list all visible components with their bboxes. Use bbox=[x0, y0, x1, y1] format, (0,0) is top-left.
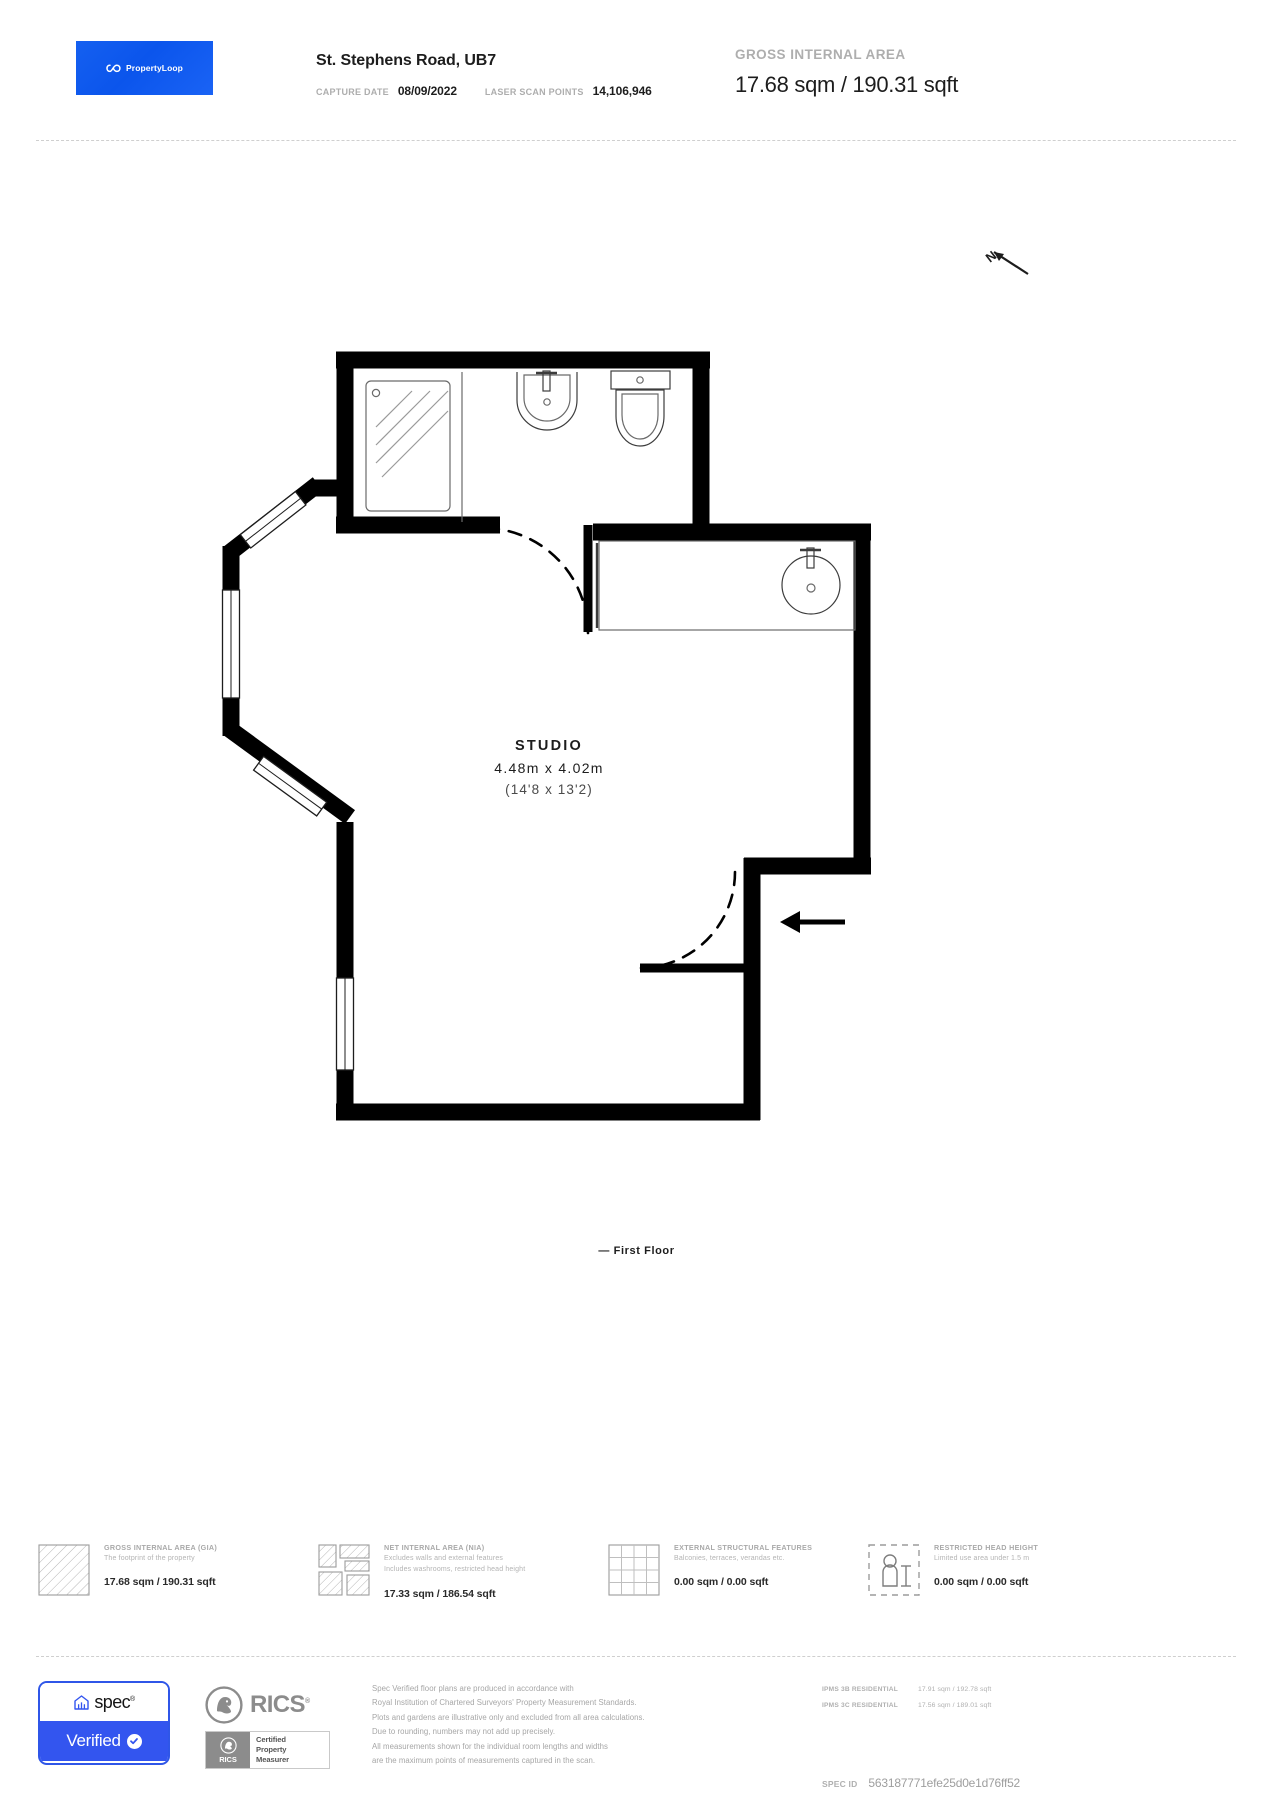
legend-item-nia: NET INTERNAL AREA (NIA) Excludes walls a… bbox=[318, 1540, 525, 1600]
rics-cert-mark: RICS bbox=[219, 1754, 237, 1764]
capture-meta: CAPTURE DATE 08/09/2022 LASER SCAN POINT… bbox=[316, 84, 680, 98]
capture-date-label: CAPTURE DATE bbox=[316, 87, 389, 97]
home-icon bbox=[73, 1694, 90, 1711]
kitchen-counter-fixture bbox=[598, 540, 856, 631]
laser-scan-points-value: 14,106,946 bbox=[592, 84, 652, 98]
laser-scan-points-label: LASER SCAN POINTS bbox=[484, 87, 584, 97]
rics-cert-line-2: Property bbox=[256, 1744, 287, 1754]
header-divider bbox=[36, 140, 1236, 141]
hatched-floorplan-icon bbox=[318, 1544, 370, 1596]
legend-item-gia: GROSS INTERNAL AREA (GIA) The footprint … bbox=[38, 1540, 217, 1596]
spec-id: SPEC ID 563187771efe25d0e1d76ff52 bbox=[822, 1776, 1020, 1790]
legend-value: 17.68 sqm / 190.31 sqft bbox=[104, 1576, 216, 1589]
page-header: PropertyLoop St. Stephens Road, UB7 CAPT… bbox=[0, 0, 1273, 141]
legend-sub-1: Limited use area under 1.5 m bbox=[934, 1555, 1030, 1563]
spec-id-value: 563187771efe25d0e1d76ff52 bbox=[868, 1776, 1021, 1790]
area-legend: GROSS INTERNAL AREA (GIA) The footprint … bbox=[0, 1540, 1273, 1632]
ipms-label: IPMS 3B RESIDENTIAL bbox=[822, 1686, 898, 1693]
gross-internal-area-label: GROSS INTERNAL AREA bbox=[735, 47, 906, 62]
legend-sub-1: The footprint of the property bbox=[104, 1555, 195, 1563]
legend-sub-1: Excludes walls and external features bbox=[384, 1555, 504, 1563]
svg-text:STUDIO: STUDIO bbox=[515, 738, 583, 754]
verified-label: Verified bbox=[66, 1731, 121, 1750]
ipms-values: IPMS 3B RESIDENTIAL 17.91 sqm / 192.78 s… bbox=[822, 1686, 991, 1718]
check-circle-icon bbox=[126, 1733, 142, 1749]
plan-doors bbox=[484, 526, 737, 970]
disclaimer-line: are the maximum points of measurements c… bbox=[372, 1756, 596, 1766]
legend-sub-2: Includes washrooms, restricted head heig… bbox=[384, 1566, 526, 1574]
plan-walls bbox=[222, 351, 871, 1121]
rics-certified-property-measurer-badge: RICS Certified Property Measurer bbox=[205, 1731, 330, 1769]
disclaimer-line: Spec Verified floor plans are produced i… bbox=[372, 1684, 574, 1693]
ipms-row: IPMS 3B RESIDENTIAL 17.91 sqm / 192.78 s… bbox=[822, 1686, 991, 1693]
legend-value: 17.33 sqm / 186.54 sqft bbox=[384, 1587, 496, 1600]
room-label: STUDIO 4.48m x 4.02m (14'8 x 13'2) bbox=[494, 738, 604, 797]
rics-cert-line-1: Certified bbox=[256, 1734, 286, 1744]
legend-value: 0.00 sqm / 0.00 sqft bbox=[934, 1576, 1029, 1589]
legend-title: NET INTERNAL AREA (NIA) bbox=[384, 1543, 485, 1552]
legend-title: GROSS INTERNAL AREA (GIA) bbox=[104, 1543, 218, 1552]
kitchen-sink-fixture bbox=[781, 547, 841, 615]
legend-sub-1: Balconies, terraces, verandas etc. bbox=[674, 1555, 785, 1563]
bathroom-basin-fixture bbox=[516, 370, 578, 431]
svg-text:4.48m x 4.02m: 4.48m x 4.02m bbox=[494, 760, 604, 776]
page-footer: spec® Verified RICS® bbox=[0, 1668, 1273, 1798]
disclaimer-text: Spec Verified floor plans are produced i… bbox=[372, 1682, 732, 1769]
shower-fixture bbox=[365, 372, 463, 522]
rics-cert-line-3: Measurer bbox=[256, 1755, 289, 1765]
hatched-square-icon bbox=[38, 1544, 90, 1596]
spec-wordmark: spec® bbox=[94, 1691, 135, 1712]
gross-internal-area-value: 17.68 sqm / 190.31 sqft bbox=[735, 72, 959, 97]
plan-windows bbox=[221, 490, 355, 1071]
legend-title: RESTRICTED HEAD HEIGHT bbox=[934, 1543, 1039, 1552]
legend-item-external: EXTERNAL STRUCTURAL FEATURES Balconies, … bbox=[608, 1540, 812, 1596]
logo-wordmark: PropertyLoop bbox=[126, 63, 183, 73]
page-title: St. Stephens Road, UB7 bbox=[316, 52, 497, 69]
spec-verified-badge: spec® Verified bbox=[38, 1681, 170, 1765]
legend-title: EXTERNAL STRUCTURAL FEATURES bbox=[674, 1543, 813, 1552]
ipms-value: 17.91 sqm / 192.78 sqft bbox=[918, 1686, 992, 1693]
legend-item-restricted-head-height: RESTRICTED HEAD HEIGHT Limited use area … bbox=[868, 1540, 1038, 1596]
propertyloop-logo: PropertyLoop bbox=[76, 41, 213, 95]
footer-divider bbox=[36, 1656, 1236, 1657]
rics-wordmark: RICS® bbox=[250, 1691, 310, 1718]
spec-id-label: SPEC ID bbox=[822, 1779, 858, 1789]
ipms-value: 17.56 sqm / 189.01 sqft bbox=[918, 1702, 992, 1709]
disclaimer-line: Due to rounding, numbers may not add up … bbox=[372, 1727, 556, 1737]
svg-text:(14'8 x 13'2): (14'8 x 13'2) bbox=[505, 782, 593, 797]
person-height-icon bbox=[868, 1544, 920, 1596]
grid-square-icon bbox=[608, 1544, 660, 1596]
rics-lion-icon bbox=[205, 1686, 243, 1724]
disclaimer-line: Royal Institution of Chartered Surveyors… bbox=[372, 1698, 637, 1708]
toilet-fixture bbox=[610, 370, 671, 447]
floor-label: — First Floor bbox=[598, 1245, 675, 1257]
plan-fixtures bbox=[365, 370, 856, 631]
floor-plan-drawing: N bbox=[0, 150, 1273, 1300]
north-arrow-icon: N bbox=[983, 248, 1029, 275]
disclaimer-line: Plots and gardens are illustrative only … bbox=[372, 1712, 645, 1722]
infinity-loop-icon bbox=[106, 63, 121, 73]
capture-date-value: 08/09/2022 bbox=[397, 84, 457, 98]
rics-badges: RICS® RICS Certified Property Measurer bbox=[205, 1686, 340, 1769]
legend-value: 0.00 sqm / 0.00 sqft bbox=[674, 1576, 769, 1589]
ipms-row: IPMS 3C RESIDENTIAL 17.56 sqm / 189.01 s… bbox=[822, 1702, 991, 1709]
entrance-arrow-icon bbox=[780, 911, 845, 933]
ipms-label: IPMS 3C RESIDENTIAL bbox=[822, 1702, 898, 1709]
disclaimer-line: All measurements shown for the individua… bbox=[372, 1741, 608, 1751]
